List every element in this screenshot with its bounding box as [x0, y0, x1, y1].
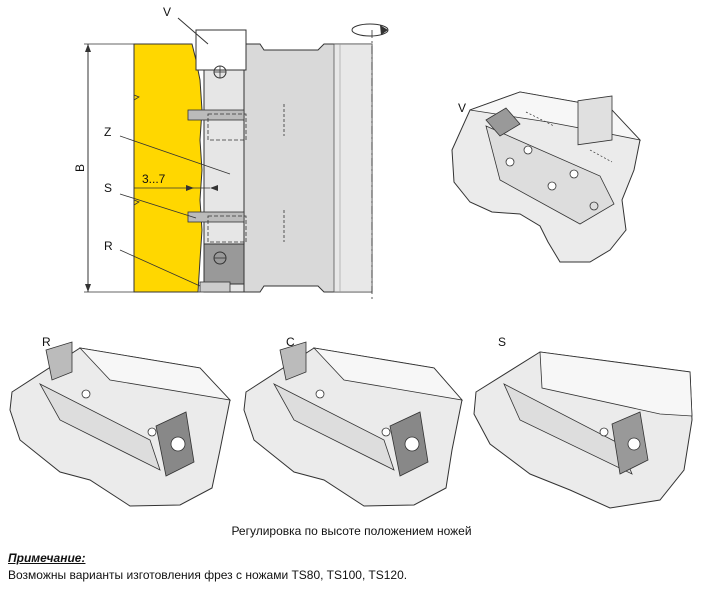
iso-view-s: S [473, 335, 693, 509]
note-title: Примечание: [8, 551, 86, 565]
label-v-top: V [163, 5, 171, 19]
section-view: B V Z [73, 5, 389, 300]
note-text: Возможны варианты изготовления фрез с но… [8, 568, 408, 582]
figure-caption: Регулировка по высоте положением ножей [231, 524, 472, 538]
label-v-iso: V [458, 101, 466, 115]
iso-view-r: R [9, 335, 232, 507]
workpiece [133, 43, 203, 293]
label-s-bottom: S [498, 335, 506, 349]
label-r-bottom: R [42, 335, 51, 349]
iso-view-v: V [451, 91, 642, 263]
cutter-shaft [333, 43, 373, 293]
label-r: R [104, 239, 113, 253]
iso-view-c: C [243, 335, 464, 507]
technical-drawing: B V Z [9, 5, 693, 509]
label-c-bottom: C [286, 335, 295, 349]
label-z: Z [104, 125, 111, 139]
range-label: 3...7 [142, 172, 166, 186]
dimension-b-label: B [73, 164, 87, 172]
label-s: S [104, 181, 112, 195]
